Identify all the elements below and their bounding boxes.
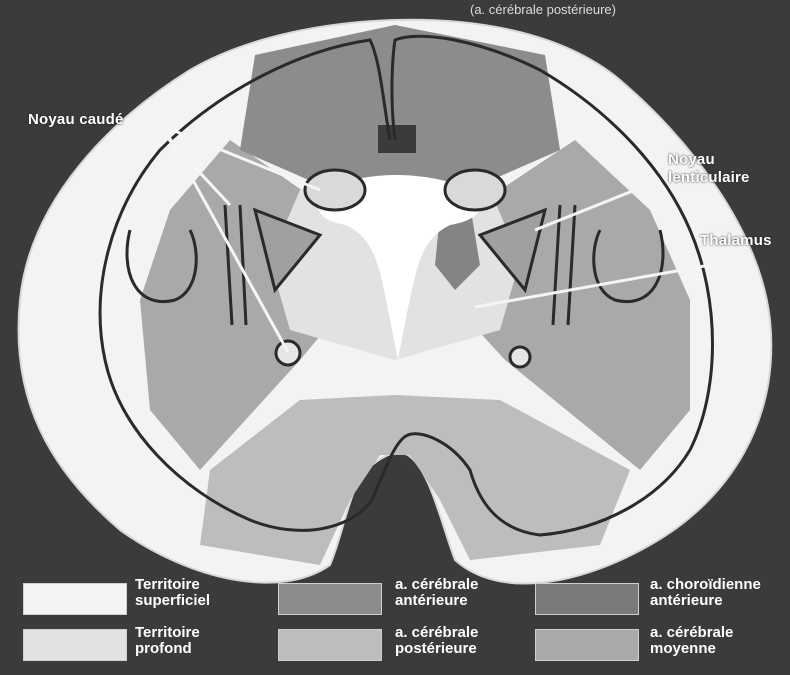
legend-text-posterior-1: a. cérébrale — [395, 625, 478, 641]
label-noyau-lenticulaire-line1: Noyau — [668, 152, 715, 168]
label-noyau-lenticulaire-line2: lenticulaire — [668, 170, 750, 186]
hippocampal-nucleus-right — [510, 347, 530, 367]
legend-swatch-middle — [535, 629, 639, 661]
label-thalamus: Thalamus — [700, 233, 772, 249]
caudate-nucleus-right — [445, 170, 505, 210]
legend-text-anterior-1: a. cérébrale — [395, 577, 478, 593]
legend-text-anterior-2: antérieure — [395, 593, 468, 609]
legend-swatch-superficial — [23, 583, 127, 615]
legend-text-middle-1: a. cérébrale — [650, 625, 733, 641]
legend-text-deep-1: Territoire — [135, 625, 200, 641]
legend-text-choroidal-1: a. choroïdienne — [650, 577, 761, 593]
legend-row-2: Territoire profond a. cérébrale postérie… — [0, 625, 790, 669]
interhemispheric-fissure-gap — [378, 125, 416, 153]
legend-swatch-deep — [23, 629, 127, 661]
header-text: (a. cérébrale postérieure) — [470, 2, 616, 17]
legend-text-posterior-2: postérieure — [395, 641, 477, 657]
legend-swatch-posterior — [278, 629, 382, 661]
label-noyau-caude: Noyau caudé — [28, 112, 124, 128]
hippocampal-nucleus-left — [276, 341, 300, 365]
legend-text-middle-2: moyenne — [650, 641, 716, 657]
legend-text-superficial-1: Territoire — [135, 577, 200, 593]
anterior-cerebral-territory — [240, 25, 560, 190]
legend-text-choroidal-2: antérieure — [650, 593, 723, 609]
legend-swatch-anterior — [278, 583, 382, 615]
legend-text-deep-2: profond — [135, 641, 192, 657]
legend-row-1: Territoire superficiel a. cérébrale anté… — [0, 577, 790, 621]
legend-text-superficial-2: superficiel — [135, 593, 210, 609]
legend-swatch-choroidal — [535, 583, 639, 615]
caudate-nucleus-left — [305, 170, 365, 210]
